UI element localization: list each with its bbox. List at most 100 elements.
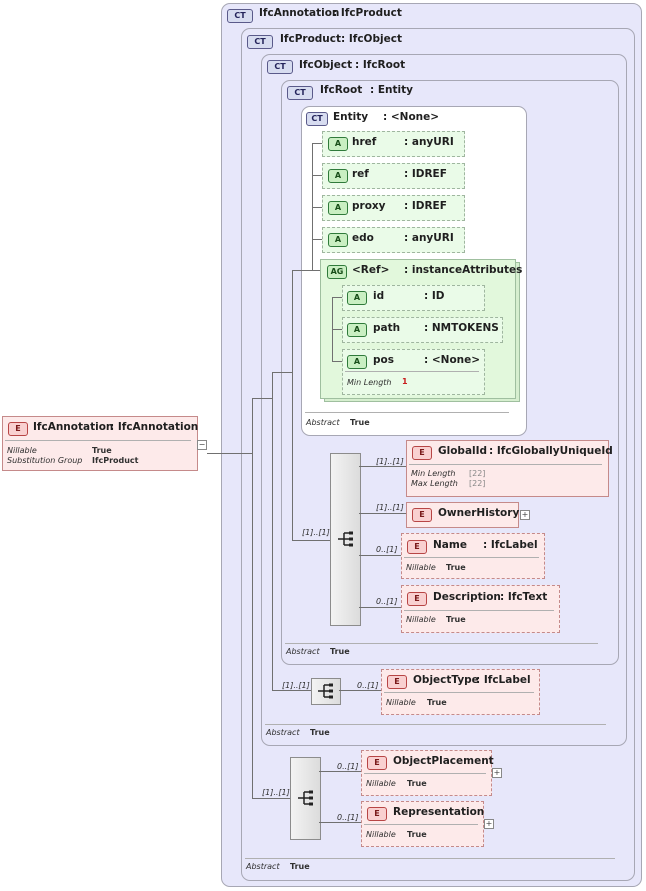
ifcroot-type-base: : Entity (370, 84, 413, 96)
element-name: Description (433, 591, 501, 603)
connector (312, 143, 313, 270)
attribute-type: : NMTOKENS (424, 322, 499, 334)
ifcannotation-type-name: IfcAnnotation (259, 7, 340, 19)
attribute-type: : ID (424, 290, 445, 302)
abstract-label: Abstract (286, 647, 320, 656)
element-cardinality: 0..[1] (337, 762, 359, 771)
sequence-compositor-root[interactable] (330, 453, 361, 626)
substitution-group-value: IfcProduct (92, 456, 139, 465)
abstract-value: True (350, 418, 370, 427)
expand-icon[interactable]: + (492, 768, 502, 778)
attribute-type: : IDREF (404, 168, 447, 180)
entity-type-base: : <None> (383, 111, 440, 123)
attribute-badge-icon: A (347, 355, 367, 369)
attribute-badge-icon: A (328, 137, 348, 151)
element-badge-icon: E (412, 508, 432, 522)
attribute-name: pos (373, 354, 394, 366)
nillable-value: True (407, 779, 427, 788)
element-name: Name (433, 539, 467, 551)
attribute-href[interactable] (322, 131, 465, 157)
ifcobject-type-base: : IfcRoot (355, 59, 406, 71)
root-element-type: : IfcAnnotation (110, 421, 199, 433)
nillable-label: Nillable (406, 563, 436, 572)
element-name: GlobalId (438, 445, 488, 457)
connector (359, 555, 401, 556)
element-description[interactable] (401, 585, 560, 633)
element-globalid[interactable] (406, 440, 609, 497)
attribute-name: edo (352, 232, 374, 244)
element-cardinality: 0..[1] (357, 681, 379, 690)
divider (364, 824, 478, 825)
divider (409, 464, 602, 465)
connector (292, 540, 330, 541)
nillable-value: True (407, 830, 427, 839)
element-name: Representation (393, 806, 485, 818)
divider (265, 724, 606, 725)
attribute-group-name: <Ref> (352, 264, 390, 276)
expand-icon[interactable]: + (520, 510, 530, 520)
attribute-type: : anyURI (404, 232, 454, 244)
ifcproduct-type-name: IfcProduct (280, 33, 342, 45)
expand-icon[interactable]: + (484, 819, 494, 829)
connector (292, 270, 293, 540)
abstract-label: Abstract (306, 418, 340, 427)
abstract-label: Abstract (266, 728, 300, 737)
element-badge-icon: E (412, 446, 432, 460)
divider (404, 610, 554, 611)
connector (332, 297, 342, 298)
attribute-edo[interactable] (322, 227, 465, 253)
element-badge-icon: E (8, 422, 28, 436)
min-length-value: [22] (469, 469, 486, 478)
abstract-value: True (310, 728, 330, 737)
attribute-name: href (352, 136, 377, 148)
element-badge-icon: E (367, 807, 387, 821)
sequence-cardinality: [1]..[1] (262, 788, 290, 797)
abstract-label: Abstract (246, 862, 280, 871)
divider (5, 440, 191, 441)
connector (319, 771, 361, 772)
sequence-icon (318, 683, 333, 699)
ct-badge-icon: CT (287, 86, 313, 100)
element-cardinality: 0..[1] (376, 545, 398, 554)
divider (285, 643, 598, 644)
nillable-label: Nillable (366, 779, 396, 788)
nillable-label: Nillable (406, 615, 436, 624)
connector (312, 239, 322, 240)
facet-label: Min Length (347, 378, 392, 387)
ct-badge-icon: CT (247, 35, 273, 49)
connector (359, 466, 406, 467)
nillable-label: Nillable (7, 446, 37, 455)
connector (252, 398, 253, 798)
divider (384, 692, 534, 693)
root-element-name: IfcAnnotation (33, 421, 114, 433)
divider (364, 773, 486, 774)
attribute-type: : <None> (424, 354, 481, 366)
element-cardinality: [1]..[1] (376, 503, 404, 512)
connector (272, 372, 273, 690)
element-badge-icon: E (407, 540, 427, 554)
divider (245, 858, 615, 859)
nillable-label: Nillable (386, 698, 416, 707)
attribute-group-type: : instanceAttributes (404, 264, 523, 276)
element-badge-icon: E (367, 756, 387, 770)
element-type: : IfcGloballyUniqueId (489, 445, 613, 457)
connector (292, 270, 320, 271)
element-badge-icon: E (387, 675, 407, 689)
nillable-value: True (446, 563, 466, 572)
element-type: : IfcText (500, 591, 548, 603)
divider (305, 412, 509, 413)
element-ifcannotation[interactable] (2, 416, 198, 471)
ct-badge-icon: CT (306, 112, 328, 126)
attribute-name: proxy (352, 200, 386, 212)
sequence-cardinality: [1]..[1] (282, 681, 310, 690)
sequence-cardinality: [1]..[1] (302, 528, 330, 537)
attribute-path[interactable] (342, 317, 503, 343)
abstract-value: True (290, 862, 310, 871)
collapse-icon[interactable]: − (197, 440, 207, 450)
connector (319, 822, 361, 823)
nillable-value: True (427, 698, 447, 707)
connector (332, 361, 342, 362)
connector (359, 607, 401, 608)
ifcproduct-type-base: : IfcObject (341, 33, 402, 45)
